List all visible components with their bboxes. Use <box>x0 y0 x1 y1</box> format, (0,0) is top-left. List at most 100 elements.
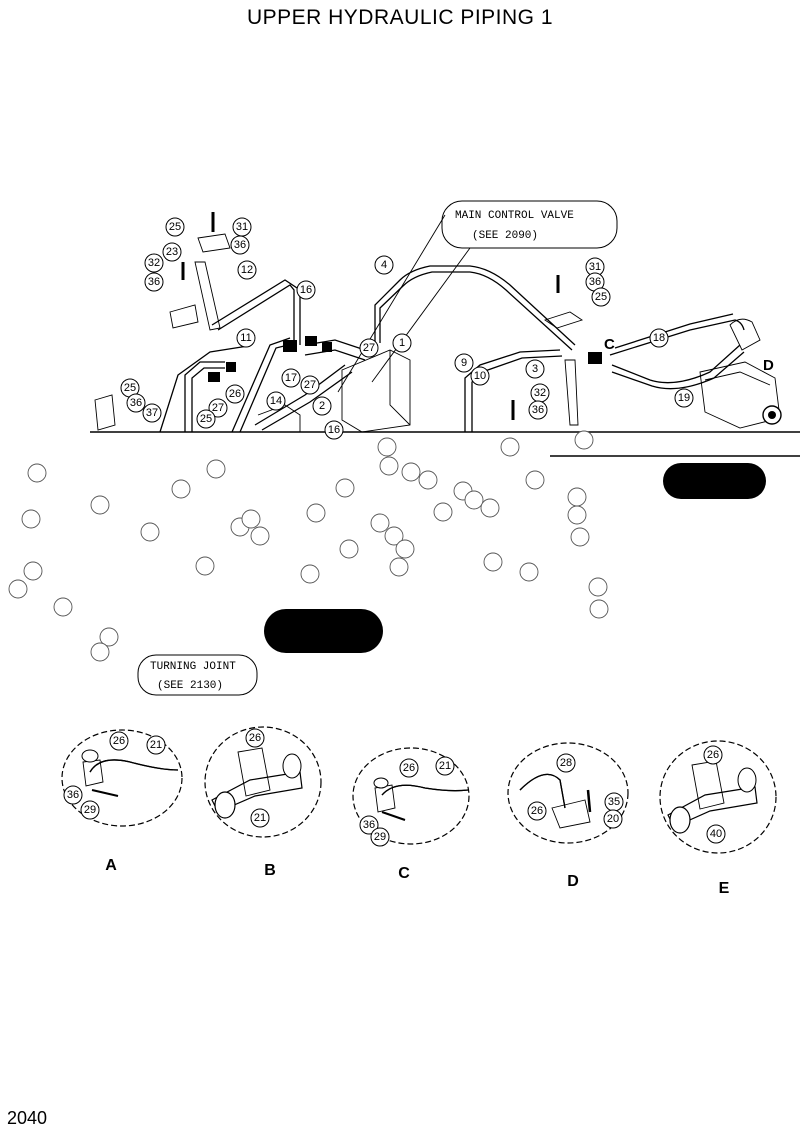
svg-text:16: 16 <box>300 284 312 296</box>
callout-18: 18 <box>649 328 669 348</box>
svg-text:29: 29 <box>84 804 96 816</box>
callout-9: 9 <box>454 353 474 373</box>
svg-text:9: 9 <box>461 357 467 369</box>
svg-text:21: 21 <box>439 760 451 772</box>
page-number: 2040 <box>7 1108 48 1128</box>
svg-text:23: 23 <box>166 246 178 258</box>
view-d-pointer: D <box>763 357 774 374</box>
svg-text:36: 36 <box>130 397 142 409</box>
callouts: 31 25 36 23 32 36 12 16 11 4 27 1 17 27 … <box>120 217 694 440</box>
detail-b-callout-26: 26 <box>245 728 265 748</box>
callout-2: 2 <box>312 396 332 416</box>
callout-36: 36 <box>144 272 164 292</box>
callout-25: 25 <box>120 378 140 398</box>
detail-d-callout-20: 20 <box>603 809 623 829</box>
detail-c-callout-36: 36 <box>359 815 379 835</box>
detail-a-callout-36: 36 <box>63 785 83 805</box>
svg-text:14: 14 <box>270 395 282 407</box>
callout-31: 31 <box>232 217 252 237</box>
detail-b-callout-21: 21 <box>250 808 270 828</box>
svg-text:17: 17 <box>285 372 297 384</box>
detail-c-callout-21: 21 <box>435 756 455 776</box>
diagram-title: UPPER HYDRAULIC PIPING 1 <box>246 6 554 29</box>
detail-view-c: 26 21 36 29 C <box>352 747 470 882</box>
detail-view-e: 26 40 E <box>659 740 777 897</box>
main-control-valve-ref: (SEE 2090) <box>472 230 538 242</box>
detail-a-callout-21: 21 <box>146 735 166 755</box>
svg-text:26: 26 <box>113 735 125 747</box>
svg-text:19: 19 <box>678 392 690 404</box>
callout-17: 17 <box>281 368 301 388</box>
svg-text:36: 36 <box>589 276 601 288</box>
callout-27: 27 <box>208 398 228 418</box>
svg-text:36: 36 <box>148 276 160 288</box>
detail-e-label: E <box>719 880 730 897</box>
svg-text:25: 25 <box>200 413 212 425</box>
callout-25: 25 <box>196 409 216 429</box>
svg-text:28: 28 <box>560 757 572 769</box>
callout-16: 16 <box>324 420 344 440</box>
svg-text:4: 4 <box>381 259 387 271</box>
callout-36: 36 <box>230 235 250 255</box>
callout-19: 19 <box>674 388 694 408</box>
svg-text:27: 27 <box>363 342 375 354</box>
callout-32: 32 <box>530 383 550 403</box>
callout-37: 37 <box>142 403 162 423</box>
detail-c-callout-29: 29 <box>370 827 390 847</box>
detail-view-b: 26 21 B <box>204 726 322 879</box>
callout-32: 32 <box>144 253 164 273</box>
main-control-valve-note: MAIN CONTROL VALVE (SEE 2090) <box>337 200 618 393</box>
detail-view-d: 28 26 35 20 D <box>507 742 629 890</box>
callout-27: 27 <box>300 375 320 395</box>
svg-text:21: 21 <box>254 812 266 824</box>
svg-text:36: 36 <box>234 239 246 251</box>
components <box>90 212 800 457</box>
svg-text:18: 18 <box>653 332 665 344</box>
callout-11: 11 <box>236 328 256 348</box>
svg-text:36: 36 <box>67 789 79 801</box>
callout-4: 4 <box>374 255 394 275</box>
svg-text:29: 29 <box>374 831 386 843</box>
svg-text:11: 11 <box>240 332 251 344</box>
svg-text:40: 40 <box>710 828 722 840</box>
svg-text:20: 20 <box>607 813 619 825</box>
svg-text:36: 36 <box>532 404 544 416</box>
turning-joint-ref: (SEE 2130) <box>157 680 223 692</box>
callout-25: 25 <box>165 217 185 237</box>
detail-c-callout-26: 26 <box>399 758 419 778</box>
svg-text:37: 37 <box>146 407 158 419</box>
detail-a-callout-29: 29 <box>80 800 100 820</box>
callout-3: 3 <box>525 359 545 379</box>
detail-e-callout-40: 40 <box>706 824 726 844</box>
detail-b-label: B <box>264 862 276 879</box>
svg-text:27: 27 <box>212 402 224 414</box>
svg-text:25: 25 <box>169 221 181 233</box>
svg-text:12: 12 <box>241 264 253 276</box>
svg-text:10: 10 <box>474 370 486 382</box>
view-pointers: C D <box>604 336 774 374</box>
detail-view-a: 26 21 36 29 A <box>61 729 183 874</box>
callout-1: 1 <box>392 333 412 353</box>
svg-text:36: 36 <box>363 819 375 831</box>
callout-10: 10 <box>470 366 490 386</box>
svg-text:31: 31 <box>236 221 248 233</box>
blank-callouts <box>8 430 766 662</box>
detail-e-callout-26: 26 <box>703 745 723 765</box>
callout-27: 27 <box>359 338 379 358</box>
svg-text:26: 26 <box>249 732 261 744</box>
svg-text:25: 25 <box>124 382 136 394</box>
callout-23: 23 <box>162 242 182 262</box>
callout-14: 14 <box>266 391 286 411</box>
svg-text:26: 26 <box>531 805 543 817</box>
callout-25: 25 <box>591 287 611 307</box>
detail-d-callout-26: 26 <box>527 801 547 821</box>
view-c-pointer: C <box>604 336 615 353</box>
turning-joint-note: TURNING JOINT (SEE 2130) <box>137 654 258 696</box>
svg-text:35: 35 <box>608 796 620 808</box>
detail-c-label: C <box>398 865 410 882</box>
svg-text:2: 2 <box>319 400 325 412</box>
callout-12: 12 <box>237 260 257 280</box>
callout-31: 31 <box>585 257 605 277</box>
turning-joint-label: TURNING JOINT <box>150 661 236 673</box>
